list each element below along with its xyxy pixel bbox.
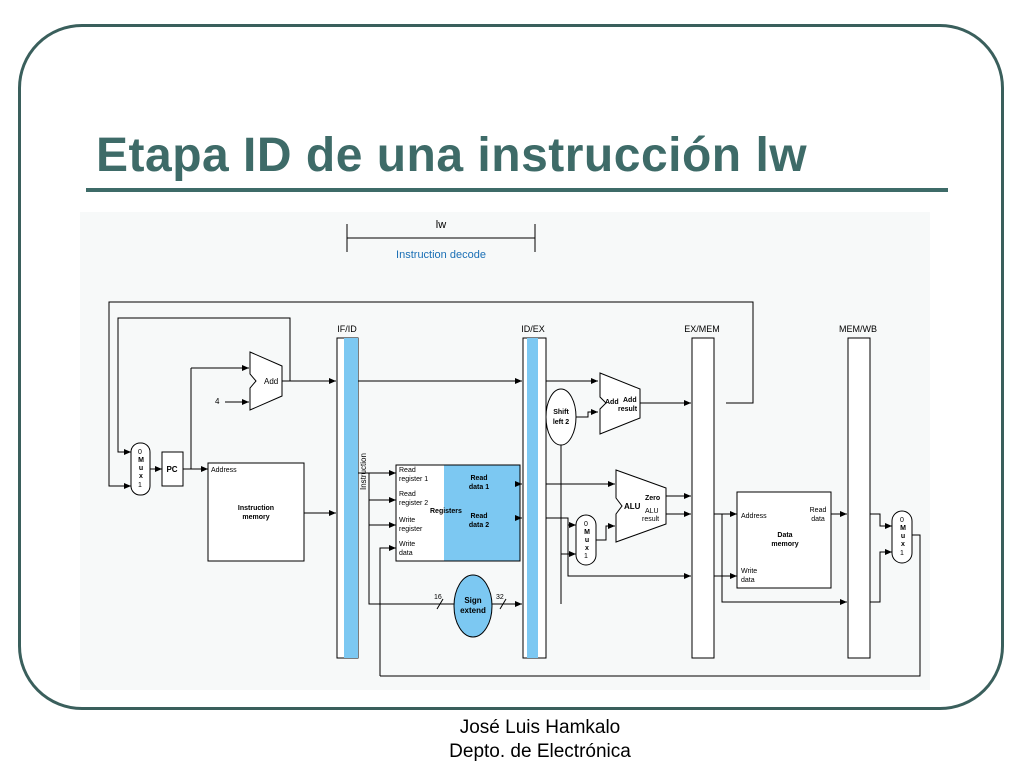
svg-text:Zero: Zero bbox=[645, 495, 660, 502]
svg-text:left 2: left 2 bbox=[553, 419, 569, 426]
pc-mux: 0 M u x 1 bbox=[130, 442, 162, 496]
id-ex-label: ID/EX bbox=[521, 324, 545, 334]
svg-text:register 2: register 2 bbox=[399, 500, 428, 507]
svg-text:u: u bbox=[585, 537, 589, 544]
svg-text:0: 0 bbox=[138, 449, 142, 456]
svg-text:Address: Address bbox=[211, 467, 237, 474]
instruction-bus-label: Instruction bbox=[359, 453, 368, 490]
feedback-wires bbox=[108, 301, 754, 489]
svg-text:32: 32 bbox=[496, 594, 504, 601]
slide-title: Etapa ID de una instrucción lw bbox=[96, 129, 808, 182]
register-file-highlight bbox=[444, 465, 520, 561]
svg-text:Write: Write bbox=[399, 517, 415, 524]
svg-text:0: 0 bbox=[584, 521, 588, 528]
svg-text:data 1: data 1 bbox=[469, 484, 489, 491]
svg-text:result: result bbox=[618, 406, 638, 413]
program-counter: PC bbox=[161, 368, 208, 487]
alu: ALU Zero ALU result bbox=[546, 469, 691, 543]
svg-text:Read: Read bbox=[470, 513, 487, 520]
svg-text:16: 16 bbox=[434, 594, 442, 601]
svg-text:result: result bbox=[642, 516, 659, 523]
svg-text:0: 0 bbox=[900, 517, 904, 524]
pipeline-register-id-ex: ID/EX bbox=[521, 324, 547, 659]
svg-text:Add: Add bbox=[605, 399, 619, 406]
pc-adder-label: Add bbox=[264, 377, 278, 386]
pipeline-register-if-id: IF/ID Instruction bbox=[336, 324, 368, 659]
svg-text:memory: memory bbox=[242, 514, 269, 521]
svg-text:Read: Read bbox=[470, 475, 487, 482]
svg-text:Data: Data bbox=[777, 532, 792, 539]
branch-adder: Add Add result bbox=[599, 372, 691, 435]
slide-frame bbox=[18, 24, 1004, 710]
instruction-memory: Address Instruction memory bbox=[207, 462, 336, 562]
svg-text:data 2: data 2 bbox=[469, 522, 489, 529]
svg-text:M: M bbox=[584, 529, 590, 536]
svg-text:data: data bbox=[811, 516, 825, 523]
svg-text:1: 1 bbox=[584, 553, 588, 560]
svg-text:Write: Write bbox=[741, 568, 757, 575]
department: Depto. de Electrónica bbox=[449, 741, 631, 762]
svg-text:Read: Read bbox=[399, 491, 416, 498]
svg-text:u: u bbox=[139, 465, 143, 472]
stage-label: Instruction decode bbox=[396, 249, 486, 261]
svg-text:x: x bbox=[139, 473, 143, 480]
svg-text:Instruction: Instruction bbox=[238, 505, 274, 512]
mem-wb-label: MEM/WB bbox=[839, 324, 877, 334]
svg-text:data: data bbox=[741, 577, 755, 584]
svg-text:memory: memory bbox=[771, 541, 798, 548]
const-four: 4 bbox=[215, 397, 220, 406]
svg-text:u: u bbox=[901, 533, 905, 540]
svg-text:Registers: Registers bbox=[430, 508, 462, 515]
alu-src-mux: 0 M u x 1 bbox=[546, 514, 691, 579]
svg-text:ALU: ALU bbox=[624, 502, 641, 511]
pipeline-register-mem-wb: MEM/WB bbox=[839, 324, 877, 659]
ex-mem-label: EX/MEM bbox=[684, 324, 720, 334]
data-memory: Address Read data Data memory Write data bbox=[714, 491, 847, 605]
svg-text:PC: PC bbox=[166, 465, 177, 474]
svg-text:Read: Read bbox=[810, 507, 827, 514]
sign-extend: 16 Sign extend 32 bbox=[432, 574, 522, 638]
pipeline-datapath-diagram: lw Instruction decode IF/ID Instruction … bbox=[80, 212, 930, 690]
svg-text:Write: Write bbox=[399, 541, 415, 548]
svg-text:Add: Add bbox=[623, 397, 637, 404]
register-file: Read register 1 Read register 2 Write re… bbox=[395, 464, 522, 562]
stage-header: lw Instruction decode bbox=[346, 219, 536, 261]
svg-text:x: x bbox=[585, 545, 589, 552]
if-id-label: IF/ID bbox=[337, 324, 357, 334]
title-underline bbox=[86, 188, 948, 192]
svg-text:M: M bbox=[138, 457, 144, 464]
svg-text:Shift: Shift bbox=[553, 409, 569, 416]
svg-text:Read: Read bbox=[399, 467, 416, 474]
pc-adder: Add 4 bbox=[191, 351, 336, 411]
svg-text:register: register bbox=[399, 526, 423, 533]
svg-text:1: 1 bbox=[900, 550, 904, 557]
svg-text:extend: extend bbox=[460, 606, 486, 615]
if-id-outputs bbox=[358, 378, 522, 676]
svg-text:ALU: ALU bbox=[645, 508, 659, 515]
svg-text:data: data bbox=[399, 550, 413, 557]
svg-text:M: M bbox=[900, 525, 906, 532]
svg-text:1: 1 bbox=[138, 482, 142, 489]
svg-text:x: x bbox=[901, 541, 905, 548]
id-ex-highlight bbox=[527, 338, 538, 658]
svg-text:register 1: register 1 bbox=[399, 476, 428, 483]
svg-text:Address: Address bbox=[741, 513, 767, 520]
author-name: José Luis Hamkalo bbox=[459, 717, 621, 738]
if-id-highlight bbox=[344, 338, 358, 658]
svg-text:Sign: Sign bbox=[464, 596, 481, 605]
pipeline-register-ex-mem: EX/MEM bbox=[684, 324, 720, 659]
writeback-mux: 0 M u x 1 bbox=[380, 510, 921, 677]
instruction-label: lw bbox=[436, 219, 446, 231]
shift-left-2: Shift left 2 bbox=[545, 378, 598, 604]
slide-footer: José Luis Hamkalo Depto. de Electrónica bbox=[0, 716, 1024, 764]
